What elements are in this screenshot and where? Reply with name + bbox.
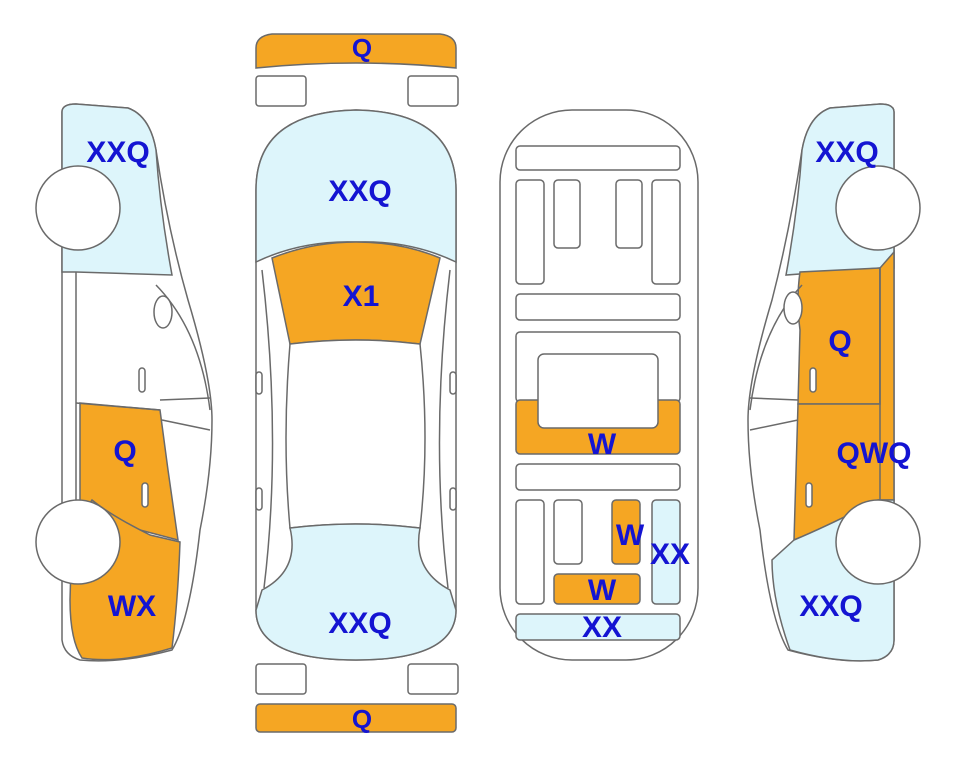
label-right-front-fender: XXQ <box>815 136 878 169</box>
floor-rear-small-panel <box>611 499 641 565</box>
floor-rear-right-panel <box>651 499 681 605</box>
left-window-line <box>155 284 211 411</box>
floor-front-left-rail <box>515 179 545 285</box>
left-front-wheel <box>35 165 121 251</box>
label-floor-rear-right: XX <box>650 538 690 571</box>
floor-front-right-rail <box>651 179 681 285</box>
floor-rear-bottom-panel <box>515 613 681 641</box>
top-left-pillar-line <box>261 269 274 589</box>
right-side-view <box>747 103 921 662</box>
label-top-windshield: X1 <box>343 280 380 313</box>
top-left-mirror-rear <box>255 487 263 511</box>
label-front-bumper: Q <box>352 33 372 63</box>
label-top-trunk: XXQ <box>328 607 391 640</box>
label-right-front-door: Q <box>828 325 851 358</box>
right-front-wheel <box>835 165 921 251</box>
damage-labels: Q XXQ X1 XXQ Q XXQ Q WX W W XX W XX XXQ … <box>86 33 911 734</box>
left-side-view <box>35 103 213 662</box>
left-handle-rear <box>141 482 149 508</box>
left-door-split <box>75 402 161 411</box>
floor-rear-center-panel <box>553 573 641 605</box>
label-right-rear-quarter: XXQ <box>799 590 862 623</box>
front-bumper-panel <box>255 33 457 69</box>
left-window-line-2 <box>159 397 211 401</box>
top-hood-panel <box>255 109 457 264</box>
label-floor-mid: W <box>588 428 617 461</box>
front-left-light <box>255 75 307 107</box>
label-right-rear-door: QWQ <box>837 437 912 470</box>
front-right-light <box>407 75 459 107</box>
label-rear-bumper: Q <box>352 704 372 734</box>
label-top-hood: XXQ <box>328 175 391 208</box>
top-right-mirror-rear <box>449 487 457 511</box>
top-view <box>255 33 459 733</box>
floor-center-box <box>537 353 659 429</box>
right-rear-wheel <box>835 499 921 585</box>
left-handle-front <box>138 367 146 393</box>
label-floor-rear-center: W <box>588 574 617 607</box>
floor-rear-slot <box>553 499 583 565</box>
top-right-mirror <box>449 371 457 395</box>
label-floor-rear-small: W <box>616 519 645 552</box>
label-left-front-fender: XXQ <box>86 136 149 169</box>
floor-rear-left-rail <box>515 499 545 605</box>
label-floor-rear-bottom: XX <box>582 611 622 644</box>
right-handle-rear <box>805 482 813 508</box>
rear-left-light <box>255 663 307 695</box>
right-window-line-2 <box>749 397 799 401</box>
floor-rear-cross-bar <box>515 463 681 491</box>
floor-front-bar <box>515 145 681 171</box>
right-mirror <box>783 291 803 325</box>
label-left-rear-quarter: WX <box>108 590 156 623</box>
right-window-line-3 <box>749 419 799 431</box>
floor-front-slot-1 <box>553 179 581 249</box>
floor-cross-bar <box>515 293 681 321</box>
floor-front-slot-2 <box>615 179 643 249</box>
top-left-mirror <box>255 371 263 395</box>
label-left-rear-door: Q <box>113 435 136 468</box>
top-trunk-panel <box>255 523 457 661</box>
top-right-pillar-line <box>438 269 451 589</box>
top-roof <box>285 339 426 529</box>
left-mirror <box>153 295 173 329</box>
floor-view <box>499 109 699 661</box>
rear-right-light <box>407 663 459 695</box>
left-window-line-3 <box>161 419 211 431</box>
right-handle-front <box>809 367 817 393</box>
rear-bumper-panel <box>255 703 457 733</box>
left-rear-wheel <box>35 499 121 585</box>
